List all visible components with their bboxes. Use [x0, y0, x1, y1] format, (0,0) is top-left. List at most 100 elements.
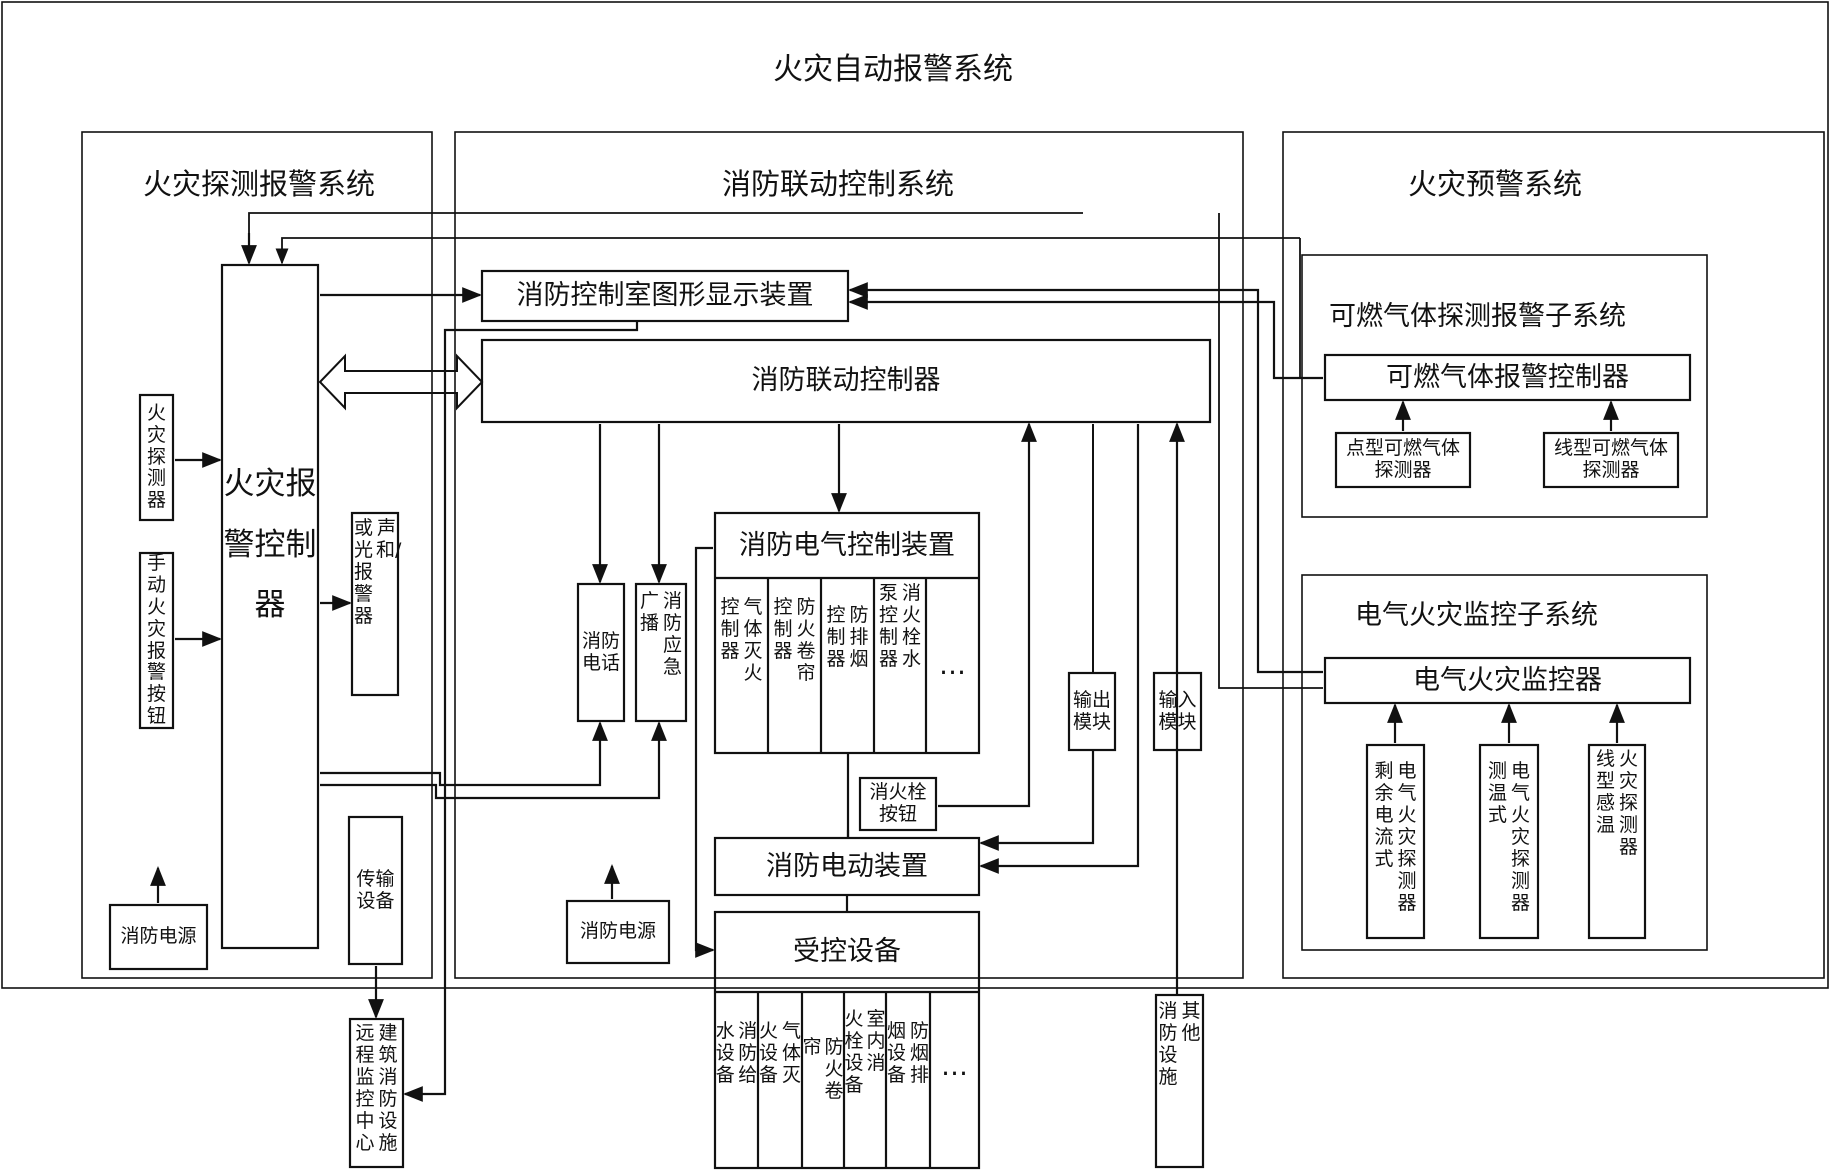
hydrant-button-line2: 按钮 — [878, 803, 917, 825]
ctrl-item-shutter-col1: 防火卷 — [824, 1036, 844, 1103]
linkage-power-label: 消防电源 — [579, 920, 656, 943]
ec-item-gas-col1: 气体灭火 — [743, 596, 763, 685]
electric-device-label: 消防电动装置 — [766, 850, 928, 882]
ec-item-shutter-col2: 控制器 — [773, 596, 793, 663]
ec-item-pump-col2: 泵控制器 — [879, 582, 899, 671]
point-gas-detector-label: 点型可燃气体 探测器 — [1336, 433, 1470, 487]
ec-item-pump-col1: 消火栓水 — [901, 582, 921, 671]
electric-monitor-label: 电气火灾监控器 — [1413, 664, 1602, 696]
ec-item-gas-label: 气体灭火 控制器 — [715, 596, 768, 684]
line-gas-line1: 线型可燃气体 — [1553, 437, 1668, 460]
point-gas-line1: 点型可燃气体 — [1345, 437, 1460, 460]
ec-item-shutter-label: 防火卷帘 控制器 — [768, 596, 821, 684]
section-linkage-title: 消防联动控制系统 — [722, 167, 955, 201]
other-facilities-col2: 消防设施 — [1158, 1000, 1178, 1089]
ec-item-smoke-label: 防排烟 控制器 — [821, 604, 874, 670]
ctrl-ellipsis: … — [941, 1051, 968, 1083]
ctrl-item-smoke-col1: 防烟排 — [909, 1020, 929, 1087]
remote-center-col1: 建筑消防设施 — [378, 1022, 398, 1155]
detection-power-label: 消防电源 — [120, 925, 197, 948]
telephone-label: 消防电话 — [581, 629, 620, 674]
fire-alarm-controller-label: 火灾报警控制器 — [223, 466, 317, 624]
linear-temp-col1: 火灾探测器 — [1618, 748, 1638, 859]
outer-frame — [1, 1, 1829, 989]
section-warning-title: 火灾预警系统 — [1408, 167, 1583, 201]
temperature-label: 电气火灾探测器 测温式 — [1480, 760, 1538, 914]
electric-monitor-box — [1323, 656, 1692, 705]
ctrl-item-gas-label: 气体灭 火设备 — [758, 1020, 802, 1086]
ec-item-smoke-col1: 防排烟 — [849, 604, 869, 671]
fire-detector-label: 火灾探测器 — [146, 401, 166, 512]
temperature-box — [1478, 743, 1540, 940]
detection-power-box — [108, 903, 209, 971]
broadcast-col2: 广播 — [640, 590, 660, 635]
gas-subsystem-title: 可燃气体探测报警子系统 — [1329, 301, 1626, 332]
point-gas-detector-box — [1334, 431, 1472, 489]
residual-current-col1: 电气火灾探测器 — [1397, 760, 1417, 915]
broadcast-col1: 消防应急 — [662, 590, 682, 679]
manual-button-label: 手动火灾报警按钮 — [146, 552, 166, 728]
electric-subsystem-title: 电气火灾监控子系统 — [1355, 600, 1598, 631]
other-facilities-label: 其他 消防设施 — [1156, 1000, 1203, 1088]
fire-alarm-controller-box — [220, 263, 320, 950]
section-warning-frame — [1282, 131, 1825, 979]
sound-light-col2: 或光报警器 — [354, 517, 374, 628]
temperature-col2: 测温式 — [1488, 760, 1508, 827]
section-detection-frame — [81, 131, 433, 979]
section-detection-title: 火灾探测报警系统 — [143, 167, 376, 201]
input-module-line1: 输入 — [1158, 688, 1197, 711]
ctrl-item-hydrant-col2: 火栓设备 — [844, 1008, 864, 1097]
ec-item-gas-col2: 控制器 — [720, 596, 740, 663]
remote-center-label: 建筑消防设施 远程监控中心 — [350, 1022, 403, 1154]
manual-button-box — [138, 551, 175, 730]
electric-control-label: 消防电气控制装置 — [739, 529, 955, 561]
graphic-display-label: 消防控制室图形显示装置 — [516, 280, 814, 312]
line-gas-detector-box — [1542, 431, 1680, 489]
graphic-display-box — [480, 269, 850, 323]
input-module-line2: 模块 — [1158, 710, 1197, 733]
linkage-controller-label: 消防联动控制器 — [751, 365, 941, 397]
line-gas-line2: 探测器 — [1582, 459, 1640, 481]
ctrl-item-gas-col1: 气体灭 — [781, 1020, 801, 1087]
ctrl-item-hydrant-label: 室内消 火栓设备 — [844, 1008, 886, 1096]
controlled-equipment-label: 受控设备 — [793, 936, 901, 968]
residual-current-box — [1365, 743, 1426, 940]
line-gas-detector-label: 线型可燃气体 探测器 — [1544, 433, 1678, 487]
sound-light-alarm-label: 声和/ 或光报警器 — [352, 517, 402, 628]
transmission-box — [347, 815, 404, 966]
fire-detector-box — [138, 393, 175, 522]
linear-temp-col2: 线型感温 — [1596, 748, 1616, 837]
ctrl-item-water-label: 消防给 水设备 — [715, 1020, 758, 1086]
telephone-box — [576, 582, 626, 723]
point-gas-line2: 探测器 — [1374, 459, 1432, 481]
ec-item-smoke-col2: 控制器 — [826, 604, 846, 671]
hydrant-button-box — [858, 776, 938, 832]
ec-ellipsis: … — [939, 649, 966, 681]
ec-item-shutter-col1: 防火卷帘 — [796, 596, 816, 685]
ec-item-pump-label: 消火栓水 泵控制器 — [874, 582, 926, 670]
hydrant-button-line1: 消火栓 — [869, 781, 927, 804]
remote-center-box — [348, 1017, 405, 1169]
ctrl-item-shutter-col2: 帘 — [802, 1036, 822, 1058]
broadcast-box — [634, 582, 688, 723]
ctrl-item-gas-col2: 火设备 — [759, 1020, 779, 1087]
residual-current-label: 电气火灾探测器 剩余电流式 — [1367, 760, 1424, 914]
electric-subsystem-frame — [1301, 574, 1708, 951]
output-module-label: 输出 模块 — [1069, 673, 1115, 750]
ctrl-item-hydrant-col1: 室内消 — [866, 1008, 886, 1075]
gas-controller-box — [1323, 353, 1692, 402]
linkage-power-box — [565, 899, 671, 965]
sound-light-col1: 声和/ — [376, 517, 402, 562]
input-module-label: 输入 模块 — [1154, 673, 1201, 750]
gas-controller-label: 可燃气体报警控制器 — [1386, 361, 1629, 393]
ctrl-item-shutter-label: 防火卷 帘 — [802, 1036, 844, 1102]
linear-temp-box — [1587, 743, 1647, 940]
sound-light-alarm-box — [350, 511, 400, 697]
diagram-title: 火灾自动报警系统 — [773, 52, 1013, 87]
output-module-line2: 模块 — [1072, 710, 1111, 733]
linear-temp-label: 火灾探测器 线型感温 — [1589, 748, 1645, 858]
ctrl-item-water-col2: 水设备 — [715, 1020, 735, 1087]
other-facilities-col1: 其他 — [1181, 1000, 1201, 1045]
ctrl-item-smoke-label: 防烟排 烟设备 — [886, 1020, 930, 1086]
